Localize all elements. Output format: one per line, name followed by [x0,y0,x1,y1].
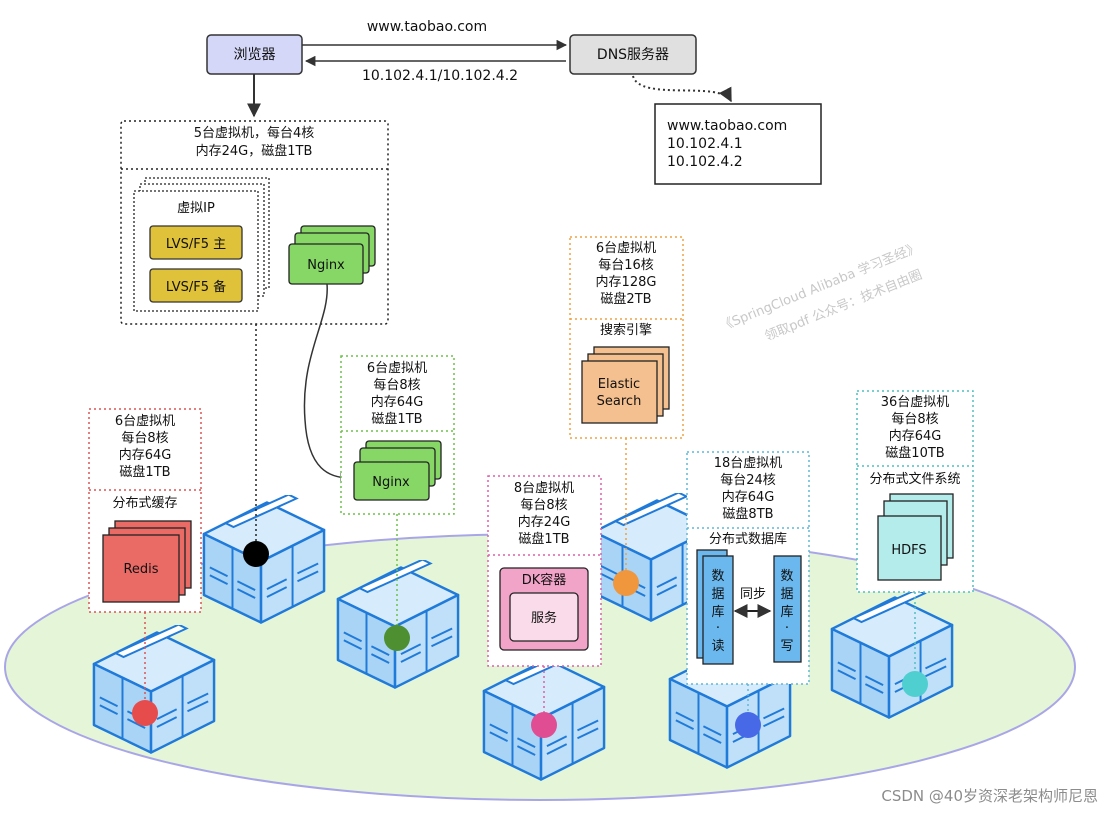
db-cluster-spec-2: 每台24核 [720,472,776,488]
web-cluster-spec-3: 内存64G [371,394,424,410]
read-db-char-1: 数 [711,569,724,584]
request-domain-label: www.taobao.com [367,19,487,35]
dns-server-box [569,34,697,75]
sync-label: 同步 [740,587,766,602]
read-db-char-3: 库 [711,604,724,620]
dns-record-box [654,103,822,185]
write-db-char-3: 库 [780,604,793,620]
es-label-line-1: Elastic [598,377,640,392]
response-ip-label: 10.102.4.1/10.102.4.2 [362,68,518,84]
db-cluster-title: 分布式数据库 [709,531,787,547]
db-cluster-spec-4: 磁盘8TB [722,506,773,522]
watermark: 《SpringCloud Alibaba 学习圣经》 领取pdf 公众号：技术自… [718,240,925,345]
web-nginx-box [353,461,430,501]
service-cluster-spec-1: 8台虚拟机 [514,481,574,496]
web-cluster-spec-1: 6台虚拟机 [367,361,427,376]
dot-fs [902,671,928,697]
read-db-char-4: · [716,621,720,636]
redis-label: Redis [123,562,158,577]
web-cluster-spec-4: 磁盘1TB [371,411,422,427]
fs-cluster-title: 分布式文件系统 [869,472,960,487]
fs-cluster-spec-2: 每台8核 [891,411,938,427]
dot-service [531,712,557,738]
lvs-master-box [149,225,243,260]
web-cluster-spec-2: 每台8核 [373,377,420,393]
cache-cluster-spec-3: 内存64G [119,447,172,463]
cache-cluster-title: 分布式缓存 [112,496,177,511]
lb-nginx-box [288,243,364,285]
dot-cache [132,700,158,726]
dot-db [735,712,761,738]
lb-cluster-spec-line-1: 5台虚拟机，每台4核 [194,125,315,141]
dns-lookup-arrow [632,75,732,103]
read-db-char-5: 读 [711,639,724,654]
search-cluster-spec-3: 内存128G [596,274,657,290]
cache-cluster-spec-4: 磁盘1TB [119,464,170,480]
write-db-char-4: · [785,621,789,636]
cache-cluster-spec-1: 6台虚拟机 [115,414,175,429]
lb-nginx-label: Nginx [307,258,345,273]
hdfs-box [877,515,942,581]
dns-record-line-3: 10.102.4.2 [667,154,743,170]
db-cluster-spec-3: 内存64G [722,489,775,505]
service-cluster-spec-2: 每台8核 [520,497,567,513]
search-cluster-title: 搜索引擎 [600,323,652,338]
es-label-line-2: Search [597,394,642,409]
search-cluster-spec-2: 每台16核 [598,257,654,273]
read-db-char-2: 据 [711,587,724,602]
db-cluster-spec-1: 18台虚拟机 [714,456,783,471]
write-db-char-5: 写 [780,639,793,654]
dot-lb [243,541,269,567]
dk-container-label: DK容器 [522,572,567,588]
read-db-box [702,555,734,665]
fs-cluster-spec-1: 36台虚拟机 [881,395,950,410]
service-cluster-spec-4: 磁盘1TB [518,531,569,547]
web-nginx-label: Nginx [372,475,410,490]
dns-record-line-2: 10.102.4.1 [667,136,743,152]
dns-record-line-1: www.taobao.com [667,118,787,134]
csdn-credit: CSDN @40岁资深老架构师尼恩 [881,787,1098,805]
es-box [581,360,658,424]
browser-label: 浏览器 [234,47,276,63]
write-db-char-1: 数 [780,569,793,584]
service-label: 服务 [531,610,557,626]
write-db-box [773,555,802,663]
hdfs-label: HDFS [891,543,926,558]
search-cluster-spec-1: 6台虚拟机 [596,241,656,256]
fs-cluster-spec-3: 内存64G [889,428,942,444]
dns-server-label: DNS服务器 [597,47,669,63]
service-box [509,592,579,642]
lvs-master-label: LVS/F5 主 [166,237,226,252]
write-db-char-2: 据 [780,587,793,602]
redis-box [102,534,180,603]
dot-web [384,625,410,651]
dot-search [613,570,639,596]
virtual-ip-label: 虚拟IP [177,201,215,216]
cache-cluster-spec-2: 每台8核 [121,430,168,446]
lb-cluster-spec-line-2: 内存24G，磁盘1TB [196,143,313,159]
search-cluster-spec-4: 磁盘2TB [600,291,651,307]
fs-cluster-spec-4: 磁盘10TB [885,445,944,461]
lb-to-web-arrow [303,283,352,484]
lvs-backup-box [149,268,243,303]
lvs-backup-label: LVS/F5 备 [166,279,226,295]
service-cluster-spec-3: 内存24G [518,514,571,530]
